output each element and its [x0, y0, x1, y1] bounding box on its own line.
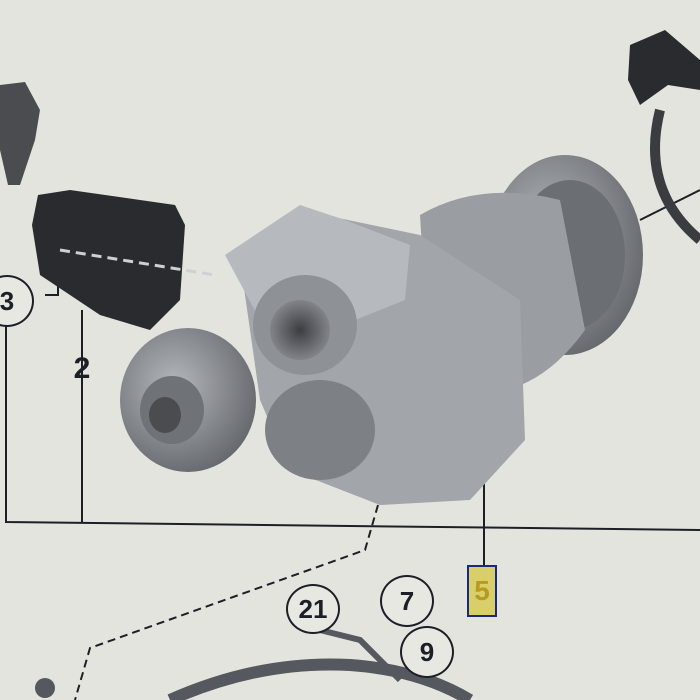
callout-label: 5 — [474, 575, 490, 606]
callout-7[interactable]: 7 — [380, 575, 434, 627]
callout-5-highlighted[interactable]: 5 — [467, 565, 497, 617]
callout-9[interactable]: 9 — [400, 626, 454, 678]
hose-part — [167, 627, 474, 700]
turbocharger-part — [120, 155, 643, 505]
actuator-part — [32, 190, 216, 330]
callout-label: 9 — [419, 636, 435, 667]
clamp-part — [628, 30, 700, 244]
callout-label: 21 — [298, 593, 328, 624]
sensor-part — [0, 82, 40, 185]
callout-2[interactable]: 2 — [64, 352, 100, 386]
callout-label: 3 — [0, 285, 15, 316]
fitting-part — [35, 678, 55, 698]
callout-21[interactable]: 21 — [286, 584, 340, 634]
callout-label: 2 — [73, 352, 91, 385]
callout-label: 7 — [399, 585, 415, 616]
